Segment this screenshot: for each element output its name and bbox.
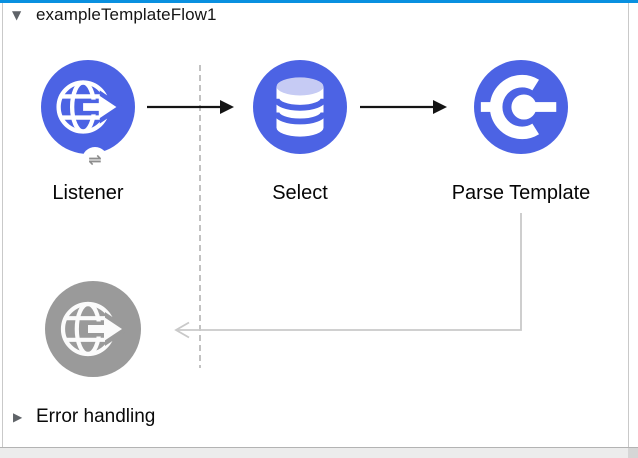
globe-arrow-icon xyxy=(56,80,125,134)
panel-top-highlight-bar xyxy=(0,0,638,3)
node-database-select[interactable] xyxy=(253,60,347,154)
database-icon xyxy=(273,77,327,137)
error-handling-label[interactable]: Error handling xyxy=(36,406,156,427)
connector-listener-to-select xyxy=(147,100,234,114)
node-http-listener-response-disabled[interactable] xyxy=(45,281,141,377)
error-handling-collapse-triangle-icon[interactable]: ▶ xyxy=(13,410,23,424)
horizontal-scrollbar-track[interactable] xyxy=(0,447,638,458)
connector-select-to-parse-template xyxy=(360,100,447,114)
canvas-left-border xyxy=(2,3,3,448)
exchange-icon: ⇌ xyxy=(88,150,102,169)
connector-return-to-listener-response xyxy=(174,213,522,339)
node-label-select: Select xyxy=(272,182,328,204)
listener-response-badge[interactable]: ⇌ xyxy=(82,147,108,173)
node-label-listener: Listener xyxy=(52,182,124,204)
node-parse-template[interactable] xyxy=(474,60,568,154)
mule-core-icon xyxy=(480,74,557,140)
flow-collapse-triangle-icon[interactable]: ▼ xyxy=(12,8,22,22)
scrollbar-corner xyxy=(628,448,638,458)
node-http-listener[interactable] xyxy=(41,60,135,154)
globe-arrow-icon xyxy=(60,301,130,357)
node-label-parse-template: Parse Template xyxy=(451,182,591,204)
flow-title[interactable]: exampleTemplateFlow1 xyxy=(36,5,217,24)
canvas-right-border xyxy=(628,3,629,448)
